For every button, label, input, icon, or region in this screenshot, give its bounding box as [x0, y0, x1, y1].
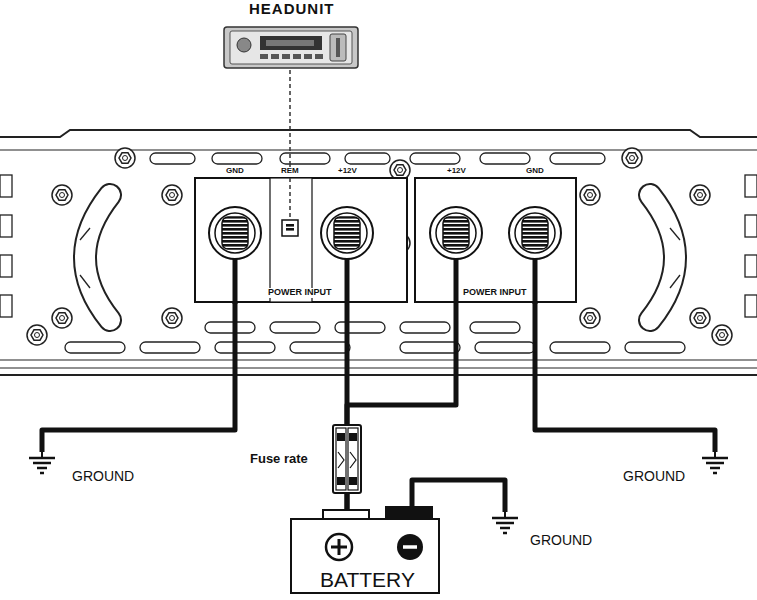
- screws: [27, 148, 732, 345]
- ground-label: GROUND: [72, 469, 134, 484]
- battery-box: BATTERY: [290, 518, 440, 594]
- terminal-label: GND: [224, 167, 246, 176]
- terminal-label: REM: [279, 167, 301, 176]
- fuse-label: Fuse rate: [250, 452, 308, 466]
- fuse-holder: [333, 425, 361, 493]
- terminal-label: +12V: [445, 167, 468, 176]
- amplifier-housing: [0, 130, 757, 375]
- terminal-block: [193, 164, 409, 304]
- terminal-label: +12V: [336, 167, 359, 176]
- device-title: HEADUNIT: [249, 1, 335, 18]
- terminal-block: [413, 164, 578, 304]
- ground-label: GROUND: [623, 469, 685, 484]
- vent-slots: [65, 153, 685, 353]
- cooling-fan-left: [80, 195, 110, 320]
- power-wire: [347, 304, 456, 518]
- terminal-label: POWER INPUT: [461, 288, 529, 298]
- headunit-box: HEADUNIT: [222, 0, 362, 70]
- remote-wire: [289, 70, 291, 164]
- power-input-panel: +12V GND POWER INPUT: [413, 164, 578, 304]
- terminal-label: GND: [524, 167, 546, 176]
- battery-label: BATTERY: [320, 568, 415, 591]
- power-input-panel: GND REM +12V POWER INPUT: [193, 164, 409, 304]
- cooling-fan-right: [650, 195, 680, 320]
- ground-label: GROUND: [530, 533, 592, 548]
- terminal-label: POWER INPUT: [266, 288, 334, 298]
